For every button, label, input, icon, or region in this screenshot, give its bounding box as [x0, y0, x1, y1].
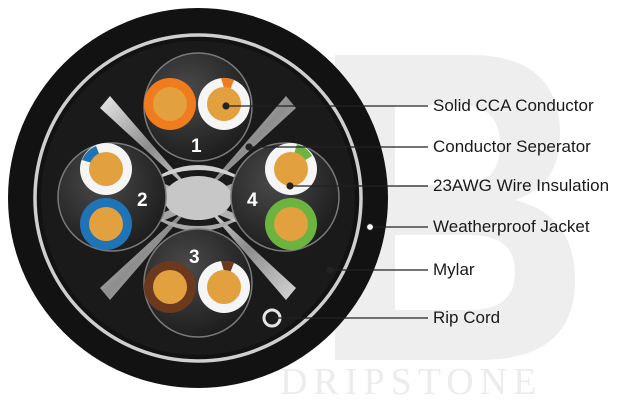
pair-number-1: 1 [191, 136, 202, 157]
label-wire-insulation: 23AWG Wire Insulation [433, 176, 610, 195]
watermark-monogram [335, 55, 575, 360]
wire-pair-4: 4 [230, 142, 340, 252]
label-rip-cord: Rip Cord [433, 308, 501, 327]
mylar-ring [33, 33, 363, 363]
wire-pair-2: 2 [57, 142, 167, 252]
callout-lines [222, 102, 428, 319]
pair-number-4: 4 [247, 190, 258, 211]
label-conductor-separator: Conductor Seperator [433, 137, 591, 156]
pair-number-3: 3 [189, 247, 200, 268]
label-mylar: Mylar [433, 260, 475, 279]
label-solid-cca-conductor: Solid CCA Conductor [433, 96, 594, 115]
wire-pair-1: 1 [143, 52, 253, 162]
watermark-brand-text: DRIPSTONE [280, 361, 543, 403]
pair-number-2: 2 [137, 190, 148, 211]
label-weatherproof-jacket: Weatherproof Jacket [433, 217, 590, 236]
wire-pair-3: 3 [143, 228, 253, 338]
